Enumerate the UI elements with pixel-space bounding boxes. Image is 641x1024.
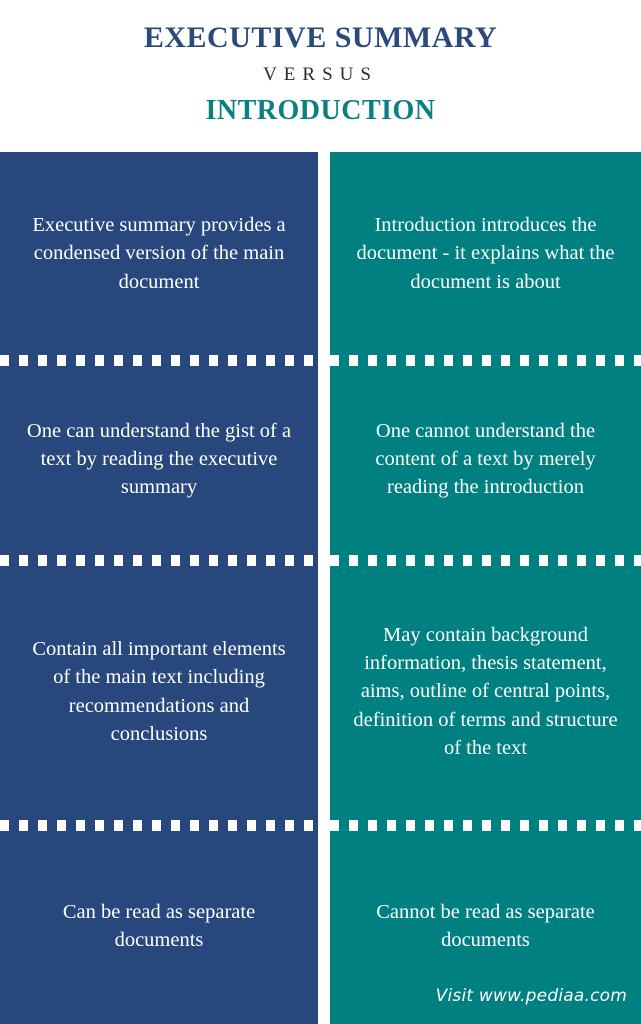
table-row: One can understand the gist of a text by… xyxy=(0,363,318,555)
cell-text: Cannot be read as separate documents xyxy=(376,900,595,951)
cell-text: Introduction introduces the document - i… xyxy=(356,214,615,293)
infographic-header: EXECUTIVE SUMMARY VERSUS INTRODUCTION xyxy=(0,0,641,152)
row-divider xyxy=(330,355,641,366)
page-title: EXECUTIVE SUMMARY xyxy=(143,21,498,54)
comparison-table: Executive summary provides a condensed v… xyxy=(0,152,641,1024)
watermark: Visit www.pediaa.com xyxy=(435,986,627,1006)
table-row: Cannot be read as separate documents xyxy=(330,828,641,1024)
cell-text: Executive summary provides a condensed v… xyxy=(32,214,286,293)
row-divider xyxy=(0,820,318,831)
versus-label: VERSUS xyxy=(263,63,378,85)
table-row: Introduction introduces the document - i… xyxy=(330,152,641,355)
row-divider xyxy=(330,555,641,566)
table-row: Executive summary provides a condensed v… xyxy=(0,152,318,355)
row-divider xyxy=(0,555,318,566)
column-executive-summary: Executive summary provides a condensed v… xyxy=(0,152,318,1024)
column-introduction: Introduction introduces the document - i… xyxy=(330,152,641,1024)
cell-text: Can be read as separate documents xyxy=(62,900,256,951)
cell-text: Contain all important elements of the ma… xyxy=(32,638,286,745)
cell-text: One cannot understand the content of a t… xyxy=(375,419,596,499)
cell-text: One can understand the gist of a text by… xyxy=(26,419,292,499)
page-subtitle: INTRODUCTION xyxy=(205,95,436,127)
table-row: One cannot understand the content of a t… xyxy=(330,363,641,555)
table-row: Can be read as separate documents xyxy=(0,828,318,1024)
table-row: Contain all important elements of the ma… xyxy=(0,563,318,820)
row-divider xyxy=(330,820,641,831)
cell-text: May contain background information, thes… xyxy=(353,624,618,759)
row-divider xyxy=(0,355,318,366)
table-row: May contain background information, thes… xyxy=(330,563,641,820)
